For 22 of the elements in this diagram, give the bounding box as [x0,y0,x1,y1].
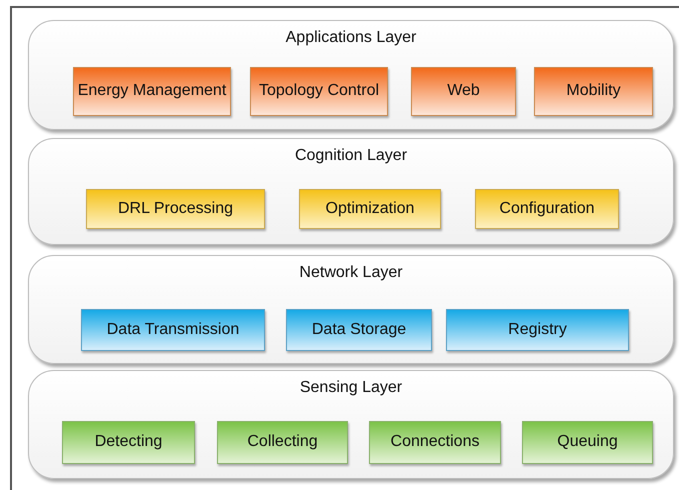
layer-panel [28,370,674,479]
layer-title: Network Layer [298,264,404,282]
module-box: Optimization [299,189,441,229]
module-box: Configuration [475,189,619,229]
module-box: Mobility [534,67,653,116]
module-box: Web [411,67,516,116]
layer-title: Cognition Layer [294,147,408,165]
module-box: Registry [446,309,629,351]
module-box: Data Storage [286,309,432,351]
module-box: DRL Processing [86,189,265,229]
module-box: Data Transmission [81,309,265,351]
module-box: Topology Control [250,67,388,116]
module-box: Queuing [522,421,653,464]
module-box: Detecting [62,421,195,464]
layer-panel [28,20,674,130]
layer-panel [28,255,674,364]
module-box: Collecting [217,421,348,464]
module-box: Energy Management [73,67,231,116]
layer-title: Applications Layer [284,29,418,47]
layer-title: Sensing Layer [298,379,404,397]
layer-panel [28,138,674,245]
module-box: Connections [369,421,501,464]
